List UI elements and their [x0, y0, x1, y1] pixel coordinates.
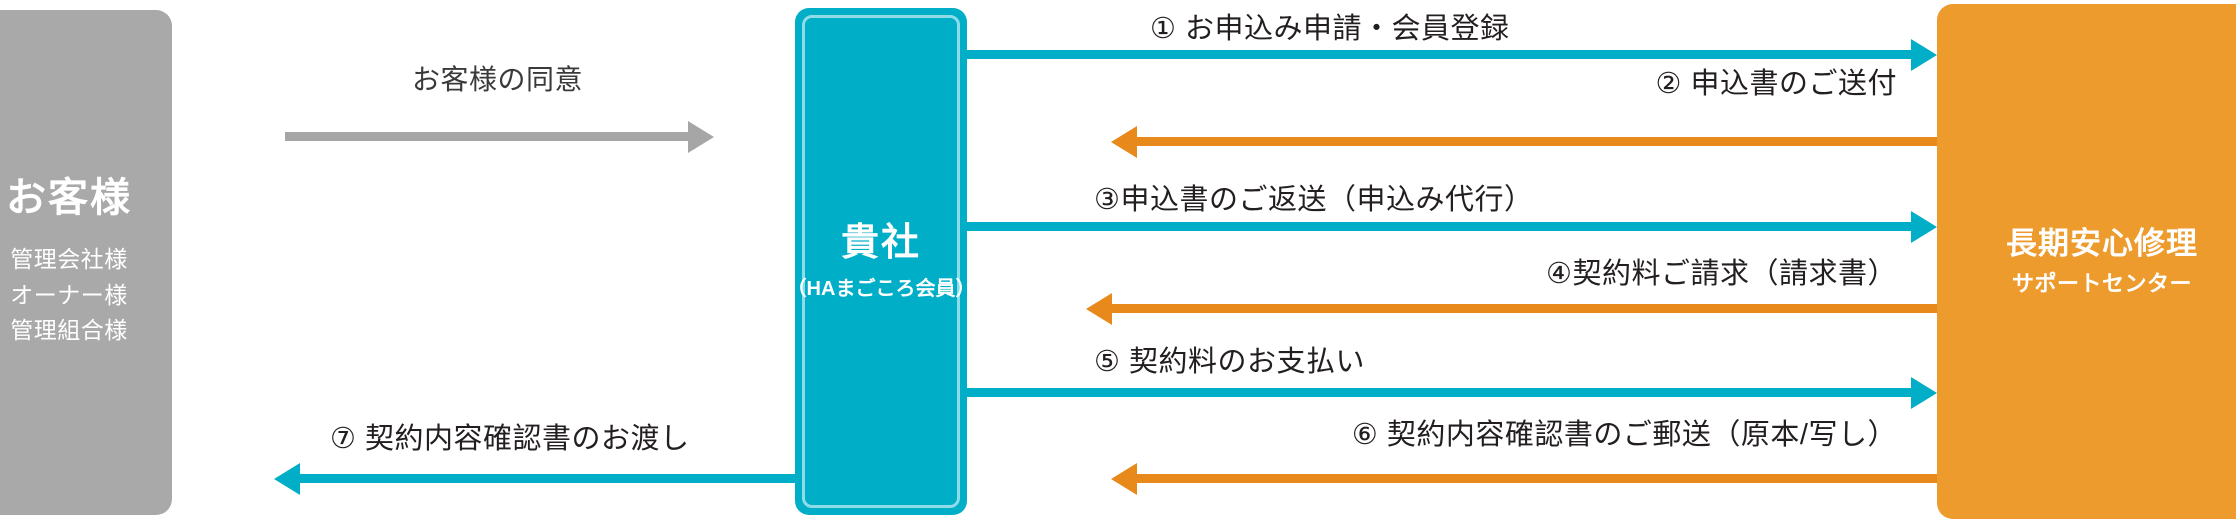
flow-label-2: ② 申込書のご送付 [1655, 68, 1897, 100]
flow-arrow-3-shaft [967, 222, 1911, 231]
consent-arrow-head [688, 121, 714, 153]
consent-arrow-label: お客様の同意 [411, 64, 583, 95]
actor-box-customer: お客様 管理会社様 オーナー様 管理組合様 [0, 10, 172, 515]
actor-customer-title: お客様 [6, 176, 132, 221]
flow-arrow-7-head [274, 463, 300, 495]
actor-company-title: 貴社 [840, 222, 921, 265]
flow-arrow-3-head [1911, 211, 1937, 243]
flow-arrow-5-shaft [967, 388, 1911, 397]
flow-arrow-6-shaft [1137, 474, 1937, 483]
flow-label-6: ⑥ 契約内容確認書のご郵送（原本/写し） [1351, 419, 1897, 451]
flow-arrow-7-shaft [300, 474, 800, 483]
flow-arrow-4-head [1086, 293, 1112, 325]
actor-company-subtitle: （HAまごころ会員） [786, 277, 976, 300]
actor-box-company: 貴社 （HAまごころ会員） [787, 8, 975, 515]
actor-box-support-center: 長期安心修理 サポートセンター [1937, 4, 2236, 519]
flow-label-3: ③申込書のご返送（申込み代行） [1094, 184, 1534, 216]
flow-arrow-2-shaft [1137, 137, 1937, 146]
actor-customer-subtitle: 管理会社様 オーナー様 管理組合様 [10, 242, 128, 349]
flow-arrow-5-head [1911, 377, 1937, 409]
flow-label-4: ④契約料ご請求（請求書） [1546, 258, 1897, 290]
flow-label-5: ⑤ 契約料のお支払い [1094, 346, 1366, 378]
consent-arrow-shaft [285, 132, 688, 141]
flow-arrow-2-head [1111, 126, 1137, 158]
flow-arrow-1-shaft [967, 50, 1911, 59]
flow-label-7: ⑦ 契約内容確認書のお渡し [330, 423, 690, 455]
actor-customer-sub-line-2: オーナー様 [10, 281, 128, 308]
flow-arrow-4-shaft [1112, 304, 1937, 313]
actor-customer-sub-line-1: 管理会社様 [10, 246, 128, 273]
actor-customer-sub-line-3: 管理組合様 [10, 317, 128, 344]
flow-arrow-1-head [1911, 39, 1937, 71]
actor-center-title: 長期安心修理 [2006, 225, 2198, 261]
actor-center-subtitle: サポートセンター [2011, 271, 2192, 297]
flow-arrow-6-head [1111, 463, 1137, 495]
flow-label-1: ① お申込み申請・会員登録 [1150, 13, 1510, 45]
actor-company-inner-frame: 貴社 （HAまごころ会員） [787, 15, 975, 508]
